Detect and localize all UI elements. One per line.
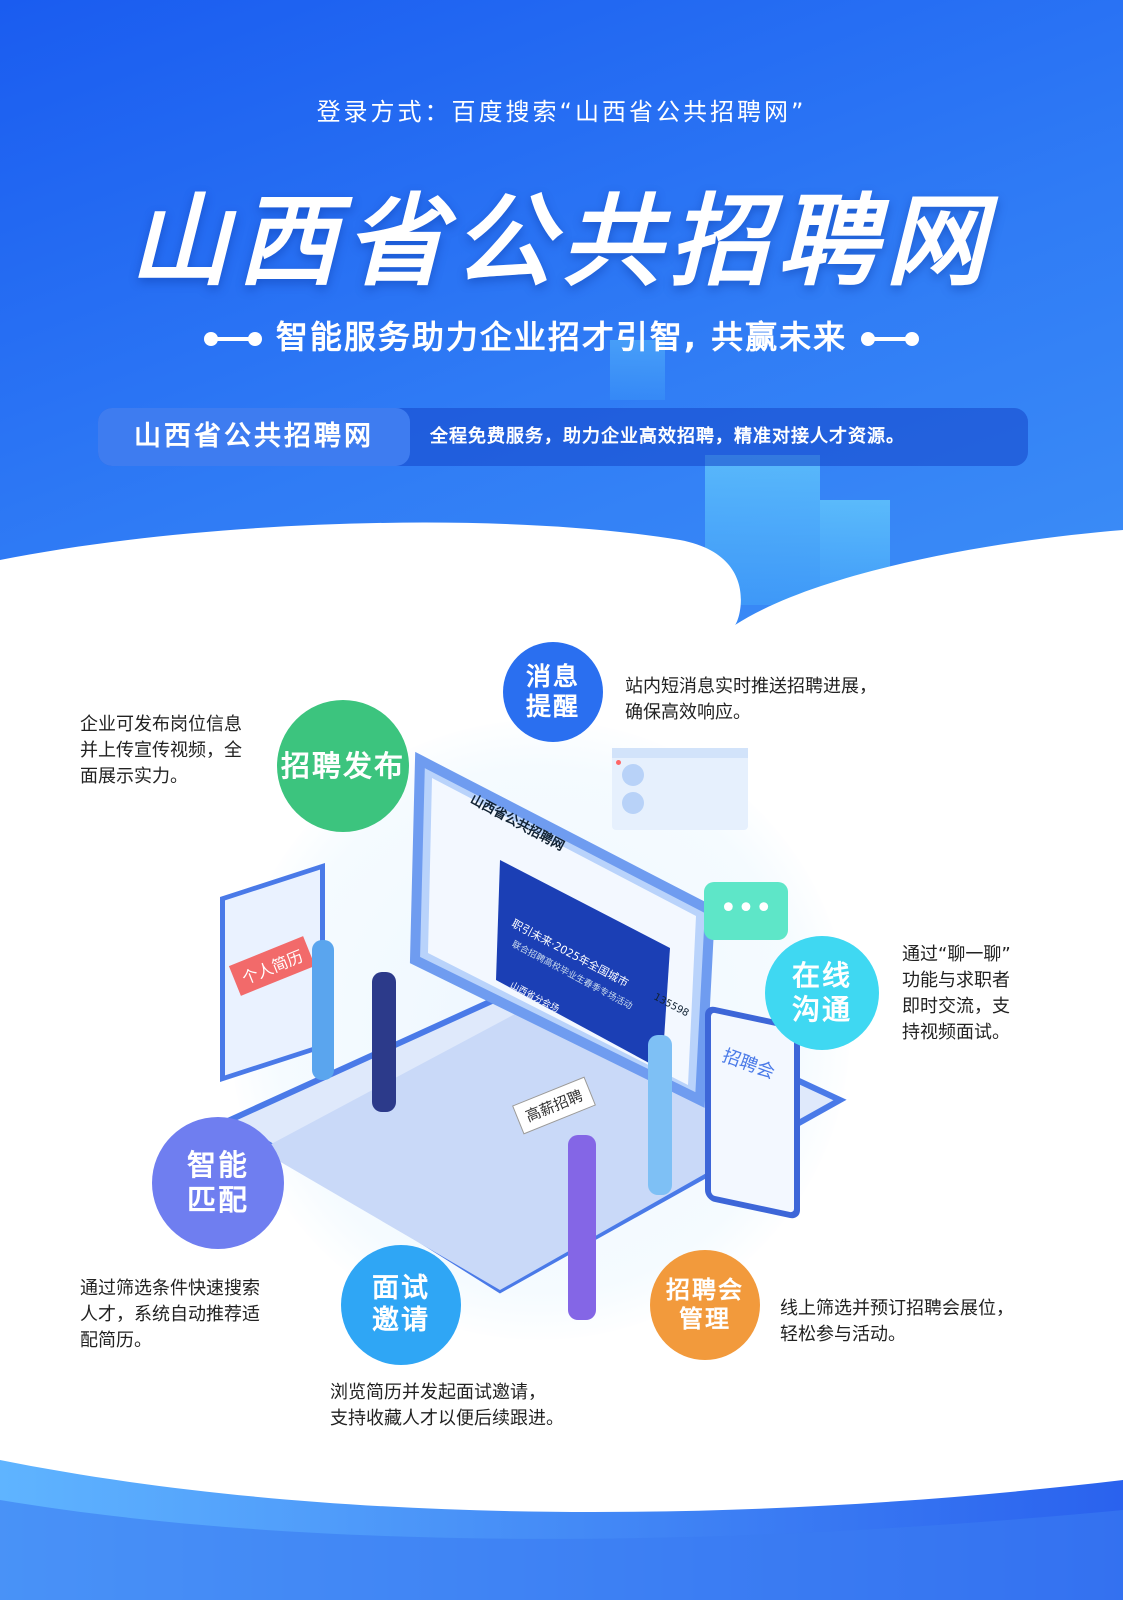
person-figure bbox=[312, 940, 334, 1080]
laptop-illustration bbox=[223, 751, 847, 1294]
message-window bbox=[612, 748, 748, 830]
avatar-icon bbox=[622, 764, 644, 786]
feature-online-chat: 在线沟通 bbox=[765, 936, 879, 1050]
feature-message-reminder: 消息提醒 bbox=[503, 642, 603, 742]
feature-job-fair-management: 招聘会管理 bbox=[650, 1250, 760, 1360]
dot-line-icon bbox=[861, 332, 920, 346]
feature-desc-job-fair-management: 线上筛选并预订招聘会展位， 轻松参与活动。 bbox=[780, 1298, 1014, 1346]
slogan: 智能服务助力企业招才引智, 共赢未来 bbox=[0, 312, 1123, 358]
banner-label: 山西省公共招聘网 bbox=[98, 408, 410, 466]
slogan-text: 智能服务助力企业招才引智, 共赢未来 bbox=[275, 318, 848, 356]
feature-desc-message-reminder: 站内短消息实时推送招聘进展， 确保高效响应。 bbox=[625, 676, 877, 724]
page-title: 山西省公共招聘网 bbox=[129, 183, 994, 300]
feature-desc-online-chat: 通过“聊一聊” 功能与求职者 即时交流，支 持视频面试。 bbox=[902, 944, 1011, 1044]
dot-line-icon bbox=[203, 332, 262, 346]
banner-text: 全程免费服务，助力企业高效招聘，精准对接人才资源。 bbox=[430, 426, 905, 447]
login-hint: 登录方式：百度搜索“山西省公共招聘网” bbox=[316, 98, 807, 126]
feature-interview-invite: 面试邀请 bbox=[341, 1245, 461, 1365]
feature-desc-job-posting: 企业可发布岗位信息 并上传宣传视频，全 面展示实力。 bbox=[80, 714, 242, 788]
person-figure bbox=[648, 1035, 672, 1195]
person-figure bbox=[372, 972, 396, 1112]
wave-divider bbox=[0, 522, 1123, 660]
person-figure bbox=[568, 1135, 596, 1320]
building-decoration bbox=[610, 340, 665, 400]
bottom-wave bbox=[0, 1460, 1123, 1600]
avatar-icon bbox=[622, 792, 644, 814]
feature-job-posting: 招聘发布 bbox=[277, 700, 409, 832]
chat-bubble-icon: ••• bbox=[704, 882, 788, 940]
feature-smart-match: 智能匹配 bbox=[152, 1117, 284, 1249]
feature-desc-interview-invite: 浏览简历并发起面试邀请， 支持收藏人才以便后续跟进。 bbox=[330, 1382, 564, 1430]
feature-desc-smart-match: 通过筛选条件快速搜索 人才，系统自动推荐适 配简历。 bbox=[80, 1278, 260, 1352]
